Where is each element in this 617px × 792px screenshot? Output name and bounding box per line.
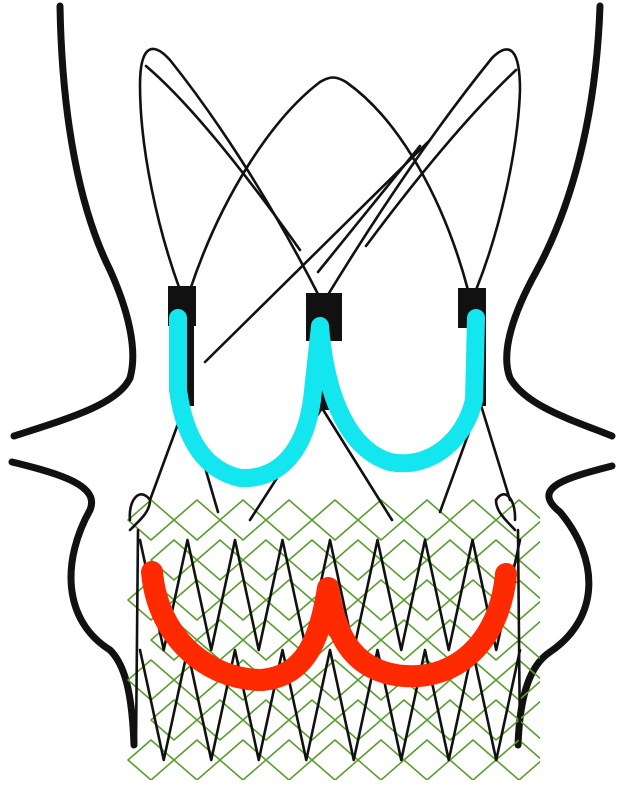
right-ventricle-wall (518, 466, 612, 745)
upper-leaflet-line (178, 318, 476, 478)
stent-cell (450, 740, 496, 780)
stent-cell (266, 500, 312, 540)
stent-cell (358, 500, 404, 540)
frame-outer-left-arc (146, 66, 300, 250)
stent-cell (312, 500, 358, 540)
ventricular-outline (12, 462, 612, 745)
stent-cell (220, 580, 266, 620)
stent-cell (450, 500, 496, 540)
stent-cell (174, 500, 220, 540)
left-root-wall (14, 6, 133, 436)
stent-cell (128, 500, 174, 540)
stent-cell (519, 700, 565, 740)
stent-cell (473, 700, 519, 740)
stent-cell (427, 700, 473, 740)
stent-cell (381, 700, 427, 740)
stent-cell (404, 740, 450, 780)
frame-side-left (136, 530, 138, 745)
frame-outer-right-arc (366, 70, 516, 246)
frame-diagonal-strut-2 (318, 146, 420, 272)
stent-cell (128, 660, 174, 700)
stent-cell (519, 540, 565, 580)
left-ventricle-wall (12, 462, 134, 745)
frame-strut (480, 402, 510, 500)
right-root-wall (507, 6, 612, 436)
